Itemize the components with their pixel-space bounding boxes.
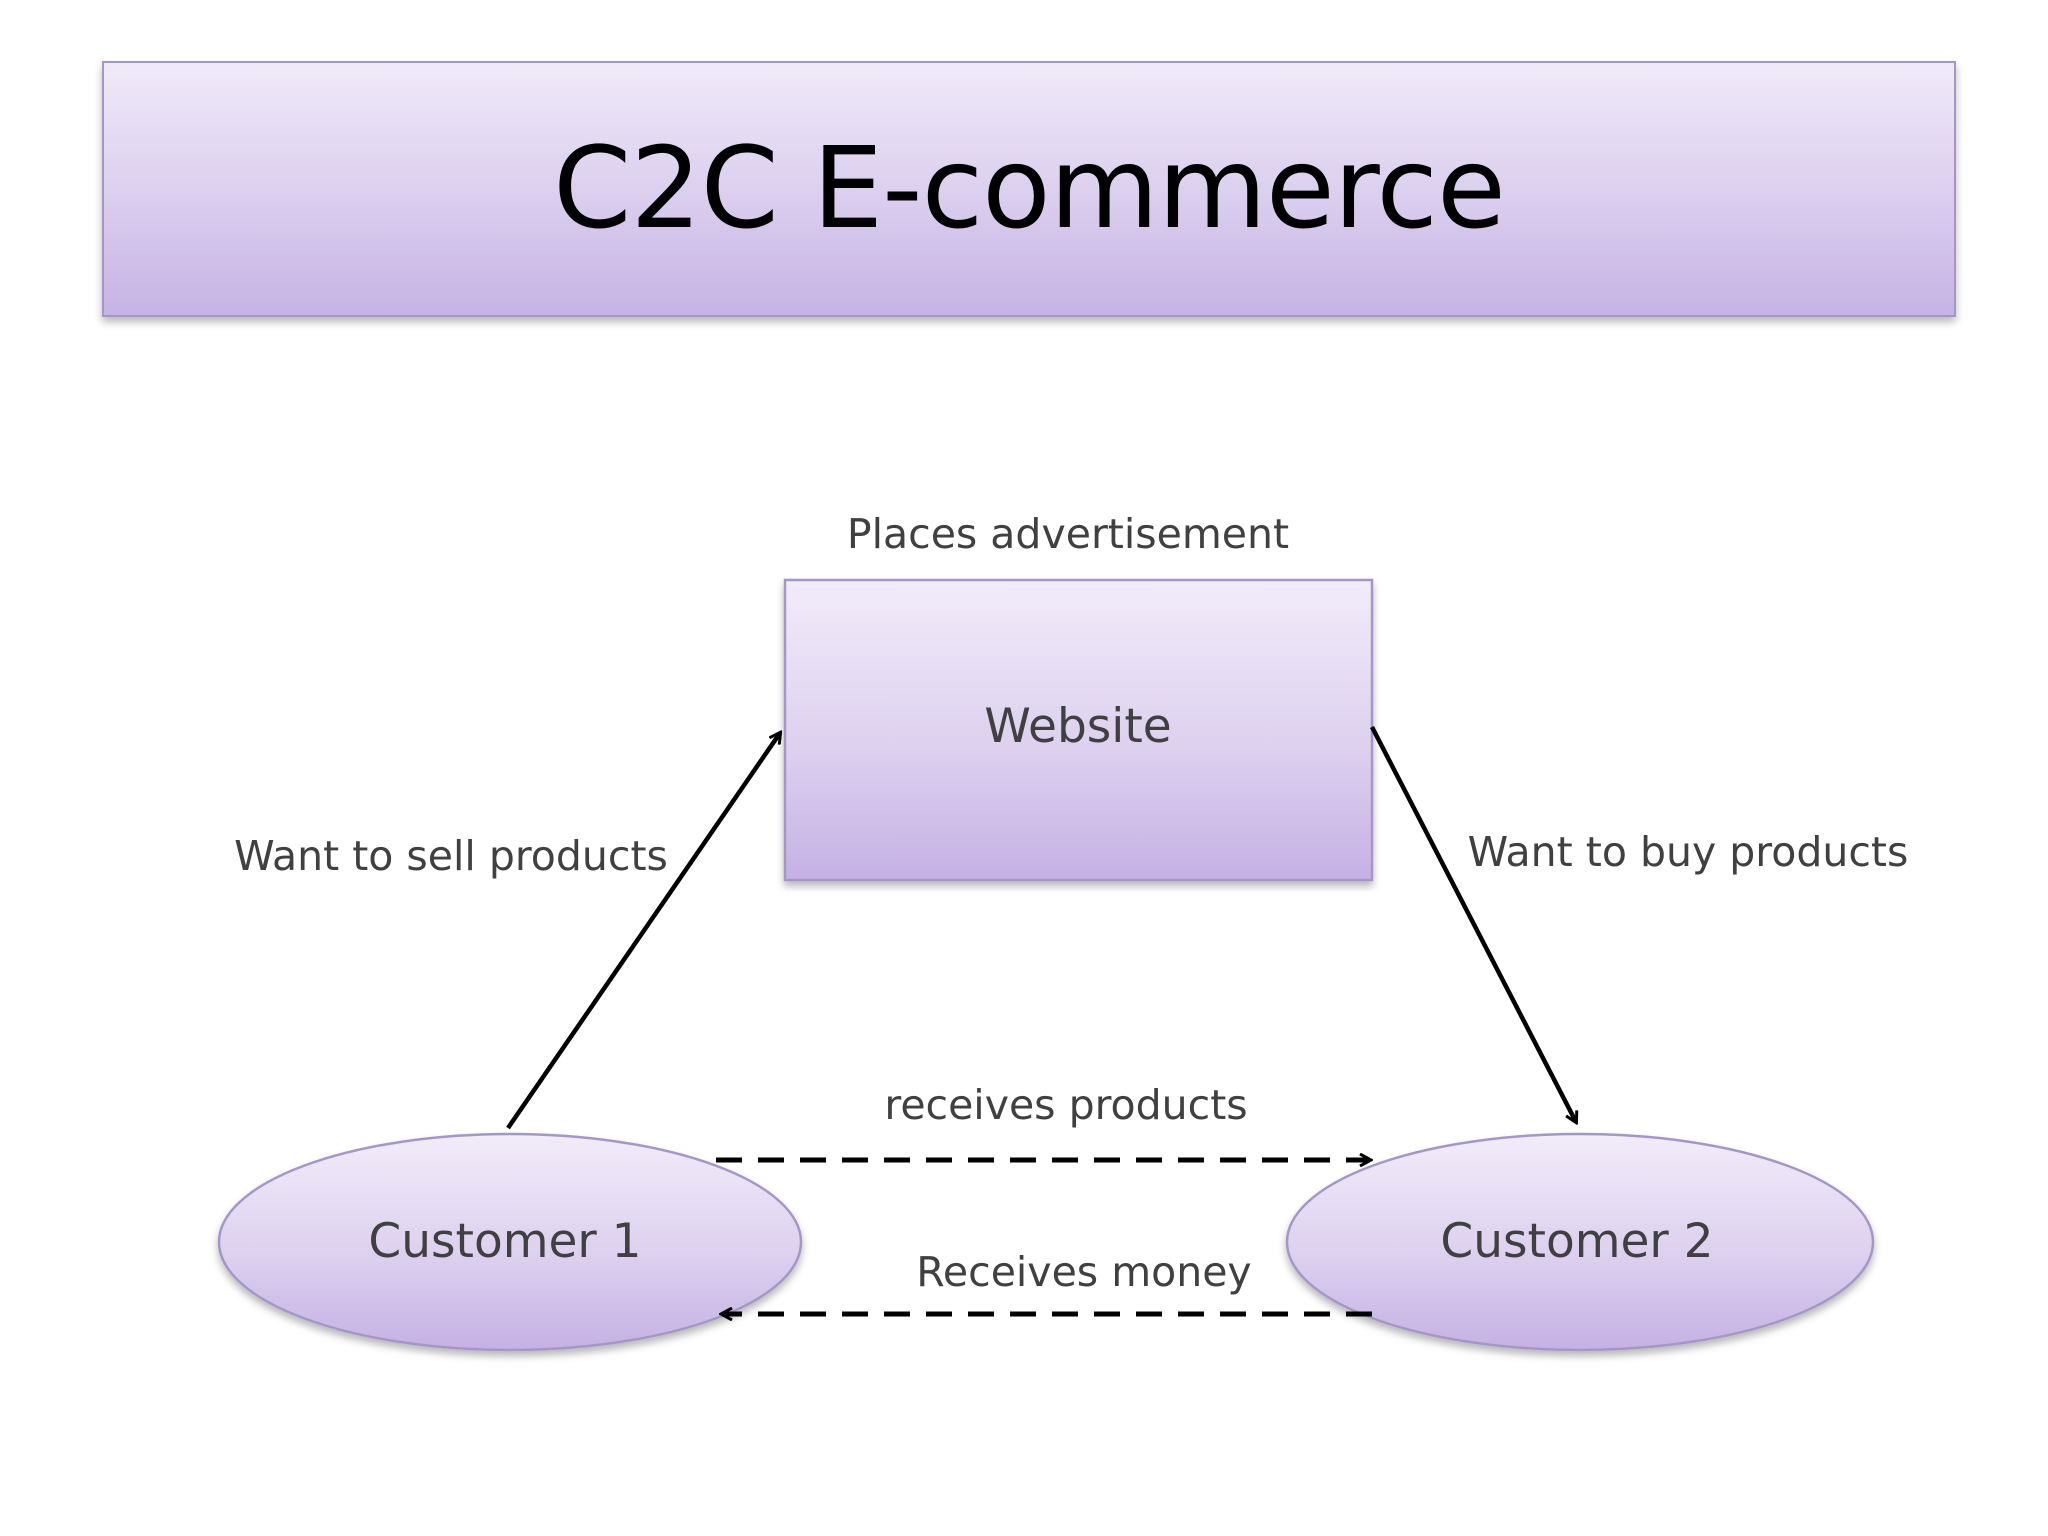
arrow-buy — [1370, 725, 1576, 1122]
label-want-sell: Want to sell products — [234, 832, 668, 880]
website-node: Website — [783, 578, 1374, 882]
label-receives-products: receives products — [884, 1081, 1247, 1129]
website-label: Website — [984, 699, 1171, 754]
label-want-buy: Want to buy products — [1468, 828, 1909, 876]
page-title: C2C E-commerce — [553, 124, 1506, 254]
arrow-sell — [506, 733, 780, 1130]
customer1-label: Customer 1 — [368, 1214, 641, 1269]
customer1-node: Customer 1 — [217, 1132, 803, 1352]
label-places-advertisement: Places advertisement — [847, 510, 1289, 558]
title-banner: C2C E-commerce — [102, 61, 1956, 317]
label-receives-money: Receives money — [916, 1248, 1251, 1296]
customer2-node: Customer 2 — [1285, 1132, 1875, 1352]
customer2-label: Customer 2 — [1440, 1214, 1713, 1269]
